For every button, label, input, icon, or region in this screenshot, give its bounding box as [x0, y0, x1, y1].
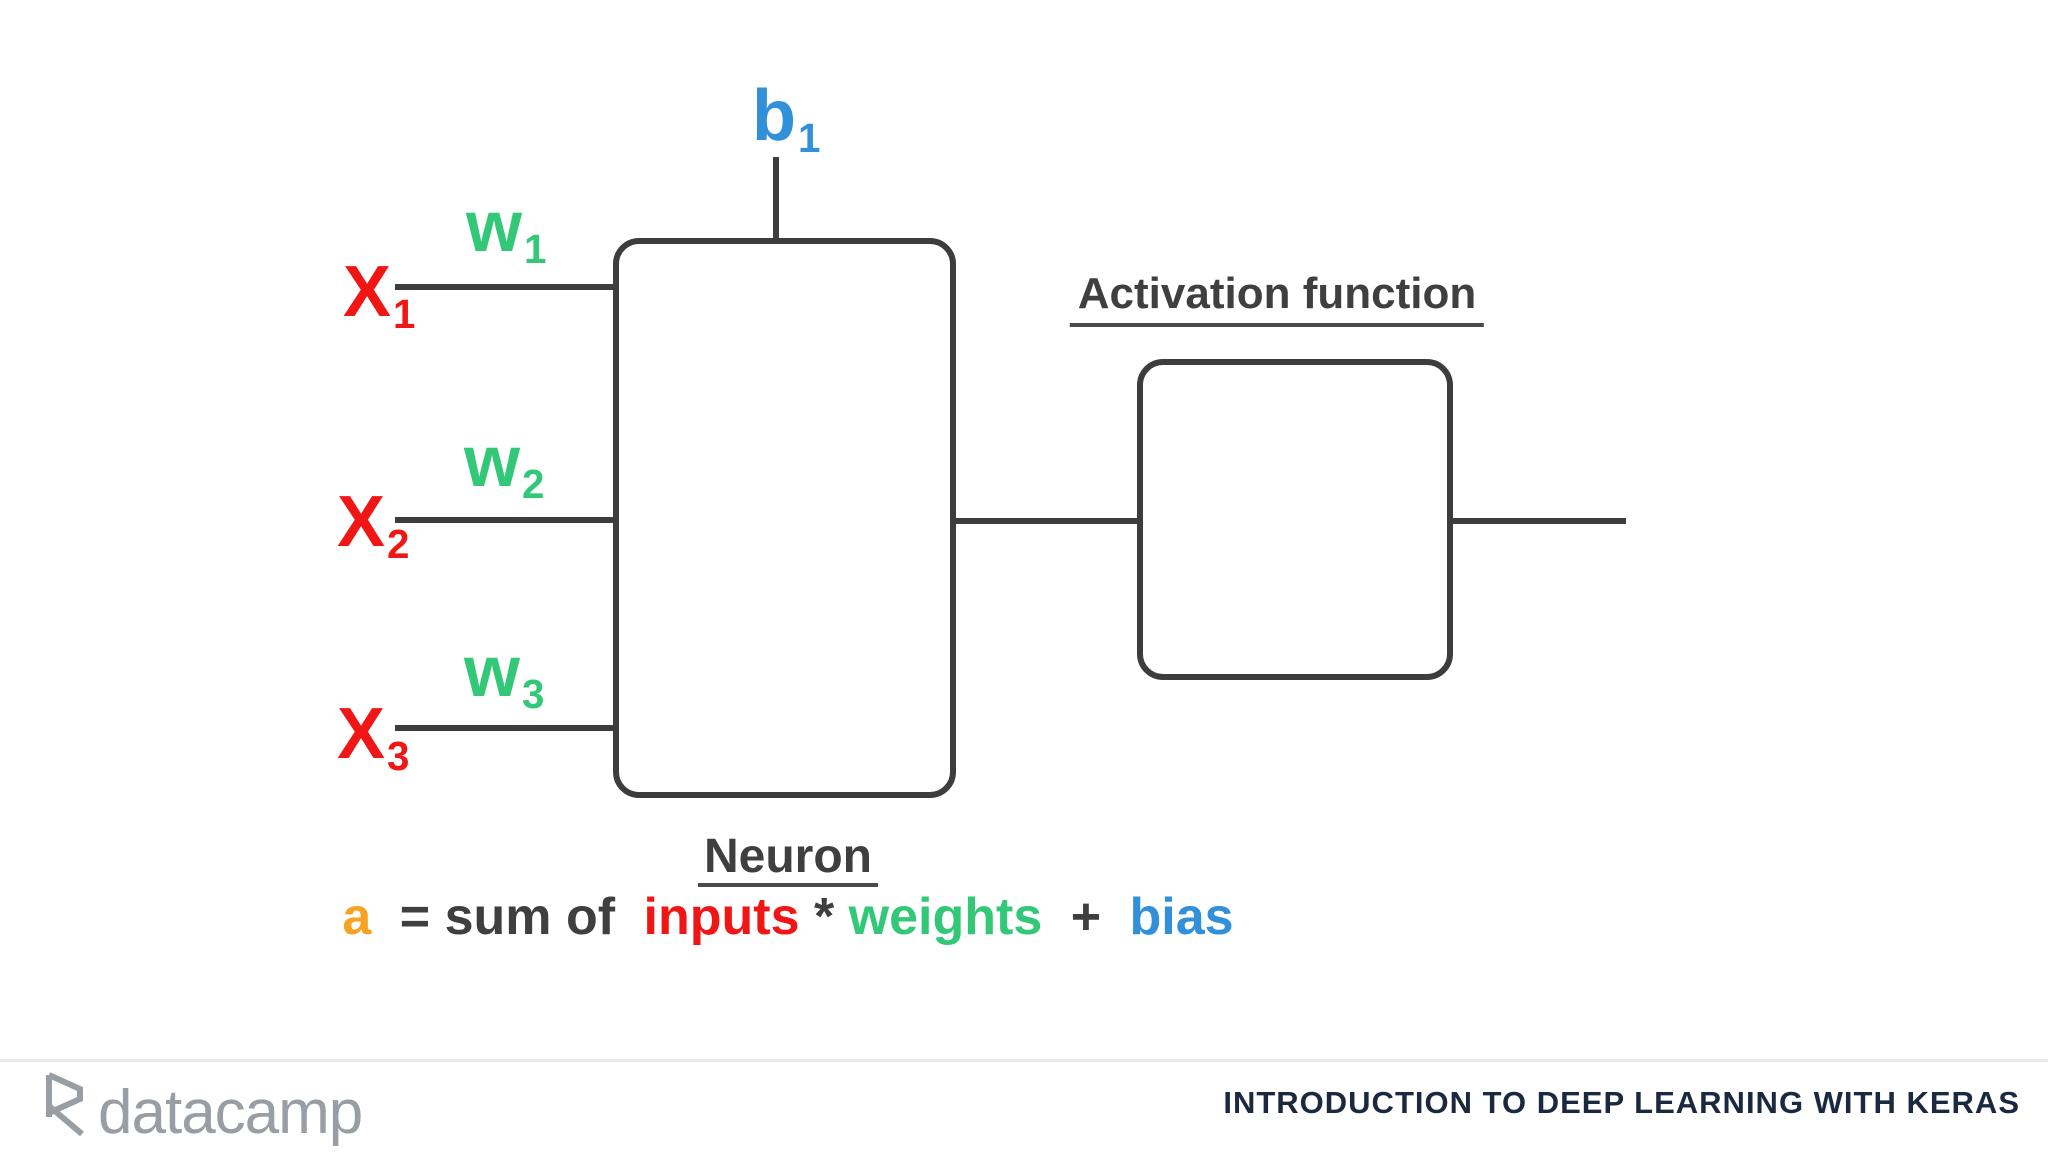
weight-w3-base: w [464, 632, 521, 712]
input-x1-base: X [343, 252, 392, 332]
course-title: INTRODUCTION TO DEEP LEARNING WITH KERAS [1223, 1085, 2020, 1120]
neuron-heading: Neuron [698, 833, 878, 887]
weight-w2-subscript: 2 [522, 461, 545, 508]
activation-output-line [1452, 518, 1626, 524]
equation-a: a [342, 888, 372, 946]
input-x1-connector-line [395, 284, 614, 290]
weight-label-w3: w3 [464, 636, 544, 714]
weight-label-w1: w1 [466, 191, 546, 269]
datacamp-flag-icon [46, 1072, 84, 1136]
input-label-x2: X2 [337, 486, 409, 564]
input-x1-subscript: 1 [393, 291, 416, 338]
footer-divider [0, 1059, 2048, 1062]
weight-w3-subscript: 3 [522, 671, 545, 718]
weight-w1-base: w [466, 187, 523, 267]
bias-subscript: 1 [797, 115, 821, 162]
input-label-x3: X3 [337, 698, 409, 776]
input-x2-base: X [337, 482, 386, 562]
equation-equals-sum-of: = sum of [399, 888, 616, 946]
input-x3-connector-line [395, 725, 614, 731]
activation-function-box [1137, 359, 1453, 680]
equation-plus: + [1070, 888, 1102, 946]
bias-label: b1 [752, 80, 820, 158]
equation-asterisk: * [813, 888, 835, 946]
equation-weights: weights [848, 888, 1043, 946]
equation-bias: bias [1129, 888, 1234, 946]
input-x3-subscript: 3 [387, 733, 410, 780]
weight-w1-subscript: 1 [524, 226, 547, 273]
bias-connector-line [773, 157, 779, 241]
neuron-equation: a = sum of inputs * weights + bias [342, 891, 1233, 943]
neuron-box [613, 238, 956, 798]
input-x2-connector-line [395, 517, 614, 523]
input-x2-subscript: 2 [387, 521, 410, 568]
equation-inputs: inputs [643, 888, 800, 946]
datacamp-wordmark: datacamp [98, 1078, 363, 1147]
bias-base: b [752, 76, 796, 156]
input-x3-base: X [337, 694, 386, 774]
input-label-x1: X1 [343, 256, 415, 334]
weight-label-w2: w2 [464, 426, 544, 504]
weight-w2-base: w [464, 422, 521, 502]
neuron-to-activation-line [955, 518, 1138, 524]
activation-function-heading: Activation function [1069, 272, 1485, 327]
